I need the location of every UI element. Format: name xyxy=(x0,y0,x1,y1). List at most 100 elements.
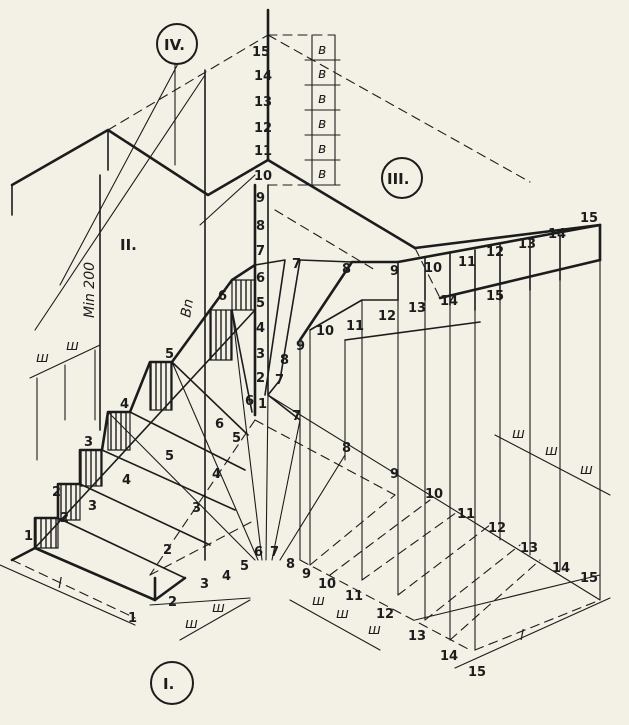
step-label: 7 xyxy=(292,409,301,424)
right-flight-mid-numbers: 7 8 9 10 11 12 13 14 15 xyxy=(292,409,598,586)
step-label: 1 xyxy=(24,529,33,544)
tread-label: ш xyxy=(512,426,525,442)
riser-dimension-strip xyxy=(304,34,341,186)
step-label: 12 xyxy=(376,607,394,622)
step-label: 10 xyxy=(425,487,443,502)
step-label: 9 xyxy=(390,467,399,482)
winder-fan-lines xyxy=(107,259,396,576)
step-label: 14 xyxy=(440,649,458,664)
tread-labels: ш ш ш ш ш ш ш ш ш ш xyxy=(36,338,593,638)
region-label-ii: II. xyxy=(120,236,137,254)
step-label: 12 xyxy=(378,309,396,324)
step-label: 6 xyxy=(218,289,227,304)
step-label: 2 xyxy=(256,371,265,386)
region-circle-i xyxy=(150,661,194,705)
step-label: 5 xyxy=(256,296,265,311)
step-label: 12 xyxy=(254,121,272,136)
step-label: 2 xyxy=(60,511,69,526)
step-label: 7 xyxy=(270,545,279,560)
dimension-lines xyxy=(0,59,611,669)
step-label: 7 xyxy=(256,244,265,259)
step-label: 15 xyxy=(252,45,270,60)
riser-label: в xyxy=(318,42,326,58)
step-label: 9 xyxy=(390,264,399,279)
step-label: 9 xyxy=(296,339,305,354)
step-label: 13 xyxy=(408,301,426,316)
step-label: 11 xyxy=(458,255,476,270)
region-label-iii-circle: III. xyxy=(387,170,409,188)
riser-labels: в в в в в в xyxy=(318,42,326,182)
step-label: 1 xyxy=(128,611,137,626)
riser-label: в xyxy=(318,91,326,107)
step-label: 4 xyxy=(256,321,265,336)
step-label: 3 xyxy=(192,501,201,516)
step-label: 6 xyxy=(256,271,265,286)
step-label: 8 xyxy=(342,441,351,456)
length-label-right: l xyxy=(520,628,524,644)
riser-label: в xyxy=(318,166,326,182)
region-markers: II. III. IV. III. I. xyxy=(120,23,423,705)
winder-top-numbers: 7 8 7 8 9 10 11 12 13 14 15 9 10 11 12 1… xyxy=(275,211,598,388)
step-label: 10 xyxy=(424,261,442,276)
step-label: 2 xyxy=(52,485,61,500)
right-flight-steps xyxy=(298,223,602,342)
tread-label: ш xyxy=(368,622,381,638)
step-label: 10 xyxy=(254,169,272,184)
step-label: 4 xyxy=(222,569,231,584)
step-label: 11 xyxy=(254,144,272,159)
step-label: 9 xyxy=(302,567,311,582)
step-label: 4 xyxy=(120,397,129,412)
step-label: 9 xyxy=(256,191,265,206)
tread-label: ш xyxy=(336,606,349,622)
left-flight-stringer xyxy=(33,263,257,550)
left-flight-treads xyxy=(10,309,256,619)
riser-label: в xyxy=(318,116,326,132)
tread-label: ш xyxy=(312,593,325,609)
region-circle-iii xyxy=(381,157,423,199)
step-label: 7 xyxy=(275,373,284,388)
step-label: 4 xyxy=(212,467,221,482)
bottom-winder-numbers: 1 2 3 4 5 6 7 8 9 10 11 12 13 14 15 xyxy=(128,545,486,680)
riser-label: в xyxy=(318,141,326,157)
tread-label: ш xyxy=(185,616,198,632)
step-label: 12 xyxy=(488,521,506,536)
step-label: 4 xyxy=(122,473,131,488)
step-label: 14 xyxy=(254,69,272,84)
step-label: 12 xyxy=(486,245,504,260)
tread-label: ш xyxy=(212,600,225,616)
min-height-label: Min 200 xyxy=(82,262,98,318)
step-label: 14 xyxy=(548,227,566,242)
step-label: 3 xyxy=(256,347,265,362)
step-label: 6 xyxy=(215,417,224,432)
step-label: 5 xyxy=(240,559,249,574)
step-label: 10 xyxy=(318,577,336,592)
step-label: 14 xyxy=(440,294,458,309)
left-stringer-step-numbers: 1 2 3 4 5 6 xyxy=(24,289,227,544)
riser-label: в xyxy=(318,66,326,82)
step-label: 5 xyxy=(165,347,174,362)
step-label: 3 xyxy=(88,499,97,514)
step-label: 8 xyxy=(280,353,289,368)
step-label: 2 xyxy=(163,543,172,558)
step-label: 13 xyxy=(520,541,538,556)
step-label: 8 xyxy=(286,557,295,572)
right-flight-verticals xyxy=(299,259,601,651)
step-label: 13 xyxy=(518,237,536,252)
step-label: 3 xyxy=(84,435,93,450)
step-label: 14 xyxy=(552,561,570,576)
region-circle-iv xyxy=(156,23,198,65)
step-label: 15 xyxy=(486,289,504,304)
step-label: 15 xyxy=(468,665,486,680)
step-label: 11 xyxy=(346,319,364,334)
floor-plan-lines xyxy=(267,394,601,651)
tread-label: ш xyxy=(66,338,79,354)
step-label: 7 xyxy=(292,257,301,272)
tread-label: ш xyxy=(545,443,558,459)
upper-wall-outline xyxy=(10,8,531,271)
step-label: 13 xyxy=(408,629,426,644)
step-label: 5 xyxy=(165,449,174,464)
region-label-iv: IV. xyxy=(164,36,185,54)
step-label: 11 xyxy=(457,507,475,522)
